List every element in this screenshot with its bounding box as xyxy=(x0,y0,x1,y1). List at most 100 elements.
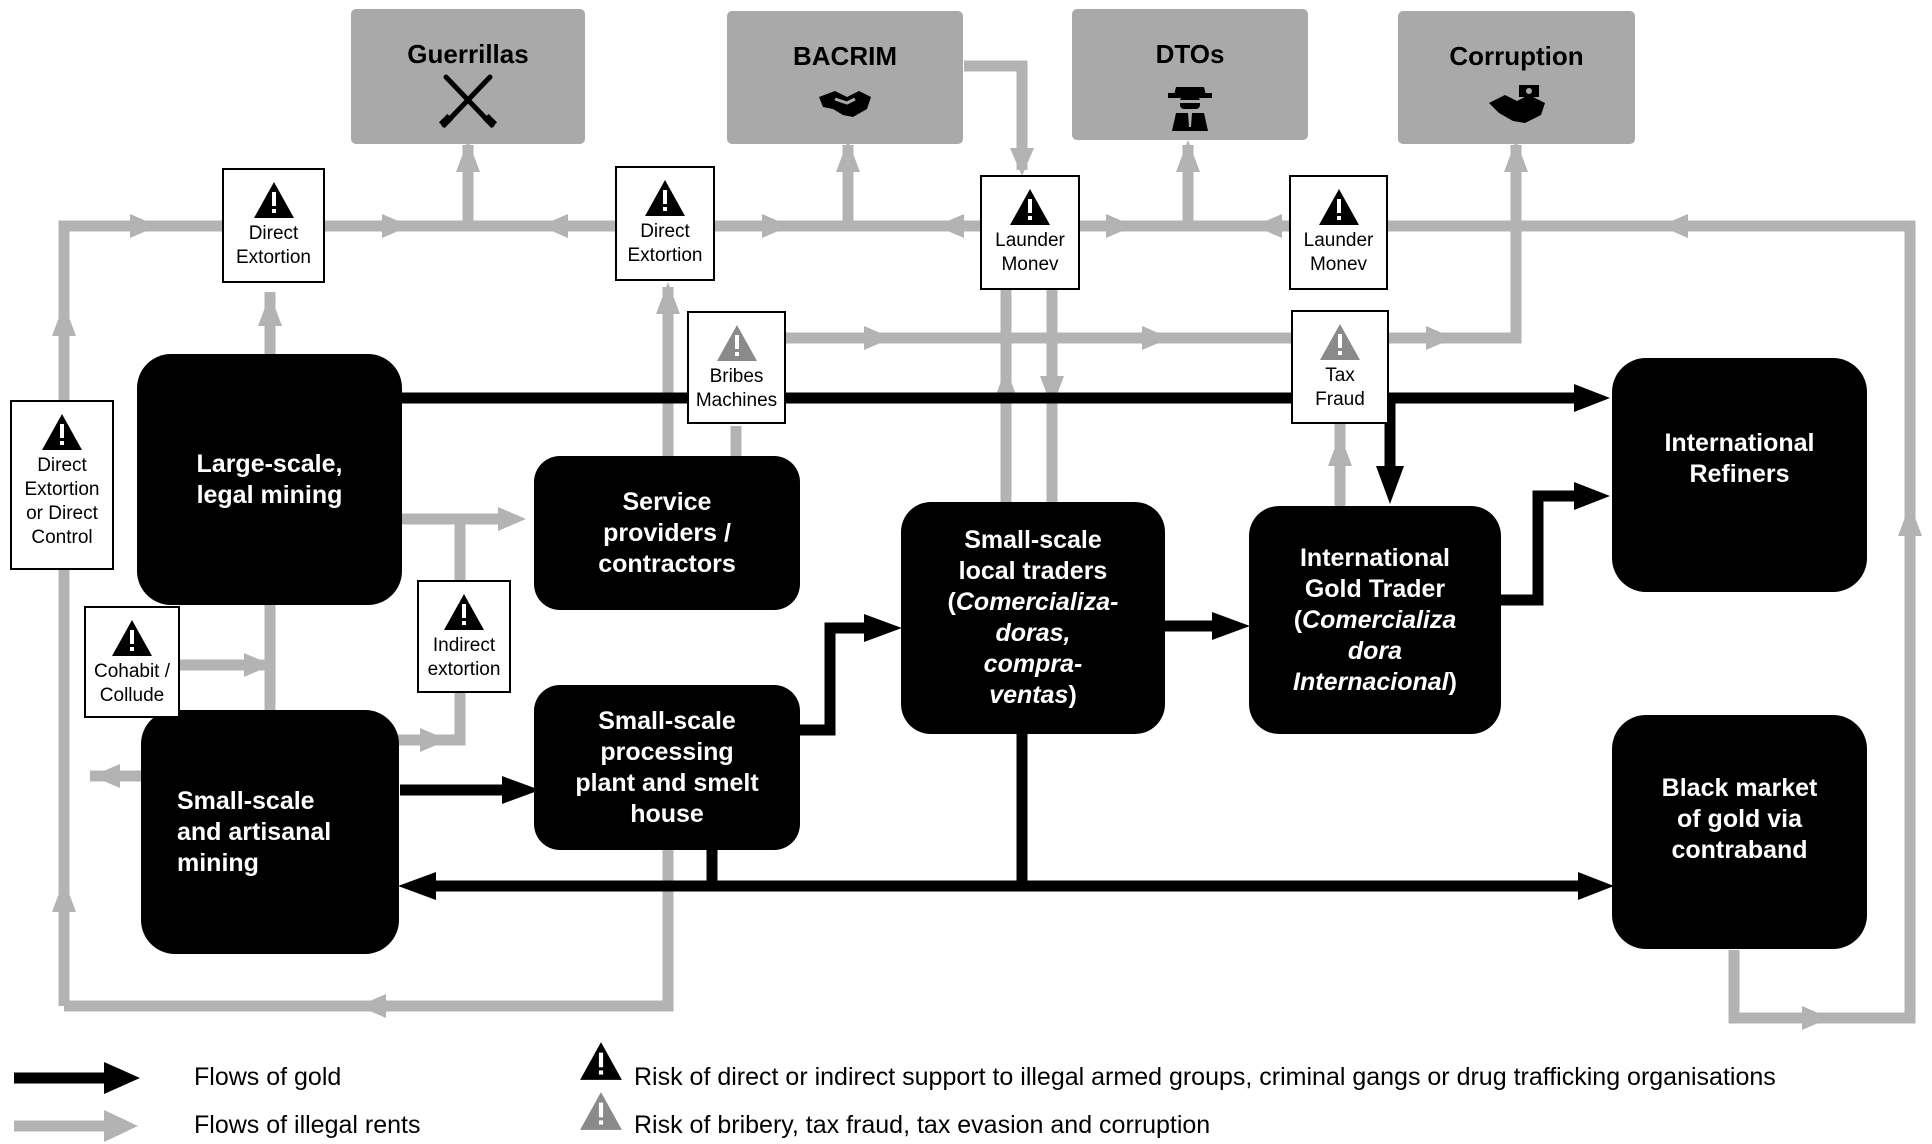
node-line: Small-scale xyxy=(598,706,736,735)
rent-arrowhead xyxy=(762,214,790,238)
risk-indirect-extortion: Indirect extortion xyxy=(417,580,511,693)
bacrim-box: BACRIM xyxy=(727,11,963,144)
rent-flow-line xyxy=(964,60,1028,170)
risk-direct-extortion-2: Direct Extortion xyxy=(615,166,715,281)
large-scale-mining-node: Large-scale, legal mining xyxy=(137,354,402,605)
rent-arrowhead xyxy=(1660,214,1688,238)
rent-arrowhead xyxy=(382,214,410,238)
node-line: International xyxy=(1664,429,1815,457)
bacrim-label: BACRIM xyxy=(793,41,897,71)
rent-arrowhead xyxy=(258,294,282,326)
risk-direct-extortion-1: Direct Extortion xyxy=(222,168,325,283)
rent-arrowhead xyxy=(244,653,272,677)
node-line-wrap: (Comercializa xyxy=(1293,605,1457,636)
gold-arrowhead xyxy=(502,776,540,804)
risk-line: Machines xyxy=(695,390,778,411)
rent-arrowhead xyxy=(1176,140,1200,172)
rent-arrowhead xyxy=(836,140,860,172)
warning-grey-icon xyxy=(1320,324,1360,360)
paren-open: ( xyxy=(1293,605,1303,634)
node-line: Small-scale xyxy=(964,526,1102,554)
processing-plant-node: Small-scale processing plant and smelt h… xyxy=(534,685,800,850)
handshake-icon xyxy=(819,91,871,117)
node-line: Comercializa xyxy=(1302,605,1457,634)
risk-line: extortion xyxy=(427,659,501,680)
small-artisanal-mining-node: Small-scale and artisanal mining xyxy=(141,710,399,954)
gold-arrowhead xyxy=(1574,384,1610,412)
paren-close: ) xyxy=(1448,667,1457,696)
rent-arrowhead xyxy=(1010,148,1034,176)
risk-line: Cohabit / xyxy=(93,661,171,682)
guerrillas-box: Guerrillas xyxy=(351,9,585,144)
warning-black-icon xyxy=(112,620,152,656)
rent-arrowhead xyxy=(130,214,158,238)
node-line: Black market xyxy=(1661,774,1818,802)
rent-flow-line xyxy=(58,220,1916,1024)
node-line: legal mining xyxy=(196,480,343,509)
legend-risk-armed-label: Risk of direct or indirect support to il… xyxy=(634,1063,1776,1091)
risk-cohabit-collude: Cohabit / Collude xyxy=(84,606,180,718)
risk-line: Launder xyxy=(1303,230,1374,251)
guerrillas-label: Guerrillas xyxy=(407,39,529,69)
risk-launder-money-2: Launder Monev xyxy=(1289,175,1388,290)
gold-flow-line xyxy=(1500,490,1580,606)
node-line-wrap: Internacional) xyxy=(1293,667,1457,698)
risk-line: or Direct xyxy=(26,503,98,524)
service-providers-node: Service providers / contractors xyxy=(534,456,800,610)
paren-open: ( xyxy=(947,588,956,616)
legend-rent-arrowhead xyxy=(104,1110,138,1142)
node-line: and artisanal xyxy=(177,817,332,846)
risk-line: Extortion xyxy=(24,479,100,500)
gold-flow-line xyxy=(800,622,868,736)
risk-line: Extortion xyxy=(236,247,311,268)
legend-warning-black-icon xyxy=(580,1042,622,1080)
rent-arrowhead xyxy=(994,368,1018,400)
gold-arrowhead xyxy=(1212,612,1250,640)
warning-black-icon xyxy=(645,180,685,216)
corruption-label: Corruption xyxy=(1449,41,1584,71)
node-line: contraband xyxy=(1671,836,1808,864)
warning-black-icon xyxy=(42,414,82,450)
dtos-label: DTOs xyxy=(1155,39,1225,69)
rent-arrowhead xyxy=(456,140,480,172)
gold-arrowhead xyxy=(864,614,902,642)
risk-line: Direct xyxy=(37,455,87,476)
rent-arrowhead xyxy=(420,728,448,752)
node-line-wrap: (Comercializa- xyxy=(948,587,1119,618)
risk-line: Bribes xyxy=(709,366,764,387)
node-line-wrap: ventas) xyxy=(948,680,1119,711)
node-line: of gold via xyxy=(1677,805,1802,833)
risk-launder-money-1: Launder Monev xyxy=(980,175,1080,290)
rent-arrowhead xyxy=(92,764,120,788)
legend-gold-flow-label: Flows of gold xyxy=(194,1063,342,1091)
rent-flow-line xyxy=(734,145,1522,344)
risk-line: Collude xyxy=(99,685,165,706)
gold-arrowhead xyxy=(1574,482,1610,510)
risk-line: Monev xyxy=(1001,254,1059,275)
rent-arrowhead xyxy=(1426,326,1454,350)
risk-bribes-machines: Bribes Machines xyxy=(687,311,786,424)
node-line: Gold Trader xyxy=(1304,574,1446,603)
rent-arrowhead xyxy=(52,304,76,336)
rent-arrowhead xyxy=(52,880,76,912)
risk-line: Fraud xyxy=(1315,389,1365,410)
node-line: Refiners xyxy=(1689,460,1790,488)
node-line: processing xyxy=(600,737,734,766)
risk-line: Extortion xyxy=(627,245,703,266)
rent-arrowhead xyxy=(358,994,386,1018)
risk-line: Tax xyxy=(1325,365,1355,386)
rent-arrowhead xyxy=(864,326,892,350)
gold-flows xyxy=(400,392,1584,892)
international-refiners-node: International Refiners xyxy=(1612,358,1867,592)
node-line: compra- xyxy=(983,650,1083,678)
node-line: local traders xyxy=(958,557,1108,585)
international-gold-trader-node: International Gold Trader (Comercializa … xyxy=(1249,506,1501,734)
legend-risk-corruption-label: Risk of bribery, tax fraud, tax evasion … xyxy=(634,1111,1211,1139)
rent-arrowhead xyxy=(936,214,964,238)
paren-close: ) xyxy=(1068,681,1077,709)
local-traders-node: Small-scale local traders (Comercializa-… xyxy=(901,502,1165,734)
node-line: Internacional xyxy=(1293,667,1449,696)
legend-arrows xyxy=(14,1062,140,1142)
